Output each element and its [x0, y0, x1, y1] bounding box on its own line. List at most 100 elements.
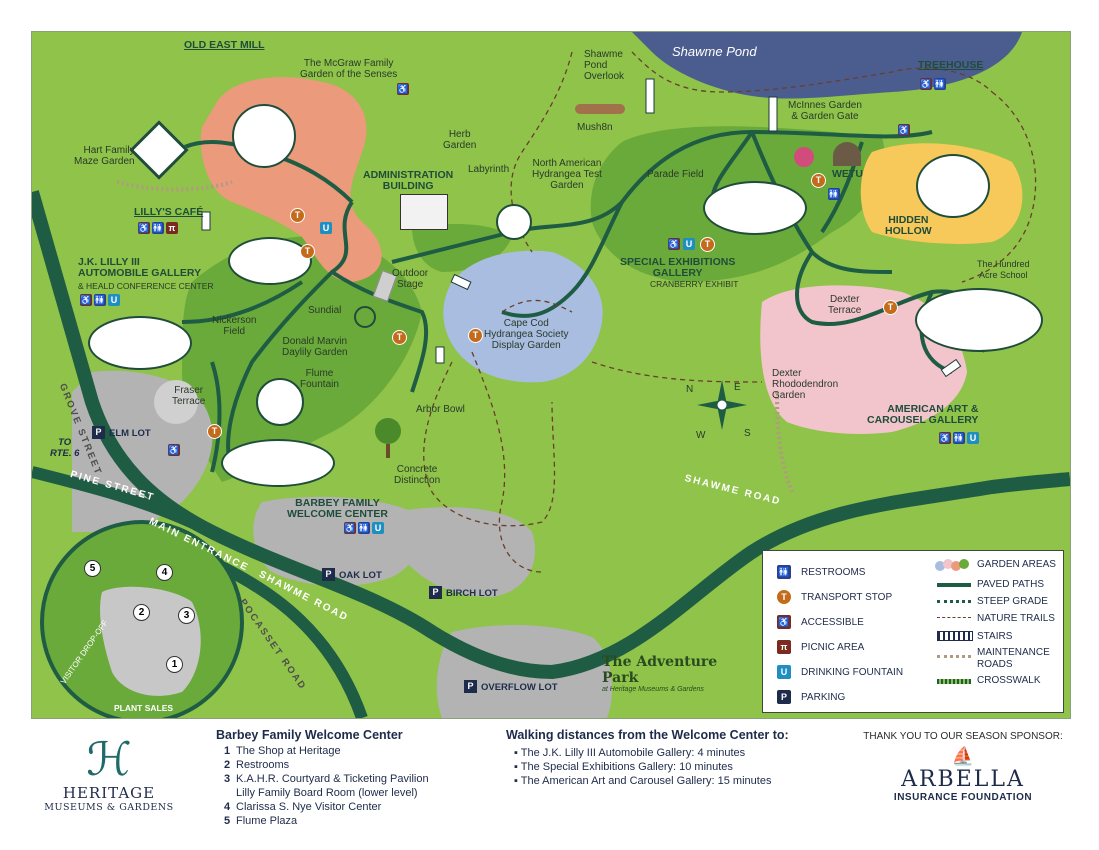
welcome-center-item: Lilly Family Board Room (lower level) — [224, 786, 476, 800]
to-rte6-label: TO RTE. 6 — [50, 437, 80, 459]
legend-restrooms-label: RESTROOMS — [801, 567, 866, 578]
mush8n-label: Mush8n — [577, 122, 613, 133]
walking-distance-text: The American Art and Carousel Gallery: 1… — [520, 775, 772, 787]
barbey-label: BARBEY FAMILY WELCOME CENTER — [287, 497, 388, 520]
elm-lot-parking-icon: P — [92, 426, 105, 439]
map-legend: 🚻 RESTROOMS T TRANSPORT STOP ♿ ACCESSIBL… — [762, 550, 1064, 713]
special-exhibitions-label: SPECIAL EXHIBITIONS GALLERY — [620, 256, 736, 279]
dexter-terrace-label: Dexter Terrace — [828, 294, 862, 316]
shawme-overlook-label: Shawme Pond Overlook — [584, 49, 625, 82]
accessible-icon: ♿ — [920, 78, 932, 90]
labyrinth-icon — [496, 204, 532, 240]
compass-rose — [697, 380, 747, 430]
sponsor-thanks: THANK YOU TO OUR SEASON SPONSOR: — [863, 731, 1063, 742]
legend-steep-grade-icon — [937, 600, 971, 606]
inset-number-5[interactable]: 5 — [84, 560, 101, 577]
hydrangea-test-label: North American Hydrangea Test Garden — [532, 158, 602, 191]
mush8n-icon — [575, 104, 625, 114]
adventure-park-title: The Adventure Park — [602, 654, 718, 686]
old-east-mill-label: OLD EAST MILL — [184, 39, 265, 51]
administration-label: ADMINISTRATION BUILDING — [363, 169, 454, 192]
automobile-gallery-sketch[interactable] — [88, 316, 192, 370]
accessible-icon: ♿ — [397, 83, 409, 95]
transport-stop-icon[interactable]: T — [392, 330, 407, 345]
transport-stop-icon[interactable]: T — [811, 173, 826, 188]
bullet-icon: ▪ — [514, 775, 521, 787]
transport-stop-icon[interactable]: T — [468, 328, 483, 343]
american-art-label: AMERICAN ART & CAROUSEL GALLERY — [867, 403, 979, 426]
compass-s: S — [744, 428, 751, 439]
carousel-sketch[interactable] — [915, 288, 1043, 352]
compass-n: N — [686, 384, 694, 395]
transport-stop-icon[interactable]: T — [300, 244, 315, 259]
transport-stop-icon[interactable]: T — [290, 208, 305, 223]
heritage-logo-name: HERITAGE — [62, 784, 156, 802]
special-exhibitions-sketch[interactable] — [703, 181, 807, 235]
legend-garden-areas-label: GARDEN AREAS — [977, 559, 1056, 570]
legend-picnic-label: PICNIC AREA — [801, 642, 865, 653]
tree-icon — [375, 418, 401, 458]
overflow-lot-label[interactable]: OVERFLOW LOT — [481, 682, 558, 693]
parade-field-label: Parade Field — [647, 169, 704, 180]
legend-fountain-icon: U — [777, 665, 791, 679]
heritage-monogram-icon: ℋ — [86, 732, 132, 786]
drinking-fountain-icon: U — [108, 294, 120, 306]
accessible-icon: ♿ — [80, 294, 92, 306]
accessible-icon: ♿ — [138, 222, 150, 234]
dexter-rhodo-label: Dexter Rhododendron Garden — [772, 368, 839, 401]
legend-maintenance-label: MAINTENANCE ROADS — [977, 647, 1050, 670]
walking-distance-item: ▪ The J.K. Lilly III Automobile Gallery:… — [514, 746, 826, 760]
overflow-lot-parking-icon: P — [464, 680, 477, 693]
old-east-mill-sketch[interactable] — [232, 104, 296, 168]
site-map[interactable]: Shawme Pond OLD EAST MILL The McGraw Fam… — [31, 31, 1071, 719]
welcome-center-item-text: Flume Plaza — [236, 815, 298, 827]
inset-number-2[interactable]: 2 — [133, 604, 150, 621]
transport-stop-icon[interactable]: T — [700, 237, 715, 252]
plant-sales-label: PLANT SALES — [114, 703, 174, 713]
adventure-park-sub: at Heritage Museums & Gardens — [602, 686, 704, 693]
outdoor-stage-label: Outdoor Stage — [392, 268, 429, 290]
adventure-park-logo[interactable]: The Adventure Park at Heritage Museums &… — [602, 654, 748, 693]
sundial-icon — [354, 306, 376, 328]
heritage-logo-sub: MUSEUMS & GARDENS — [44, 802, 174, 813]
cranberry-label: CRANBERRY EXHIBIT — [650, 279, 739, 289]
legend-restroom-icon: 🚻 — [777, 565, 791, 579]
treehouse-label: TREEHOUSE — [918, 59, 984, 71]
transport-stop-icon[interactable]: T — [207, 424, 222, 439]
legend-fountain-label: DRINKING FOUNTAIN — [801, 667, 904, 678]
elm-lot-label[interactable]: ELM LOT — [109, 428, 151, 439]
legend-maintenance-icon — [937, 655, 971, 658]
restroom-icon: 🚻 — [953, 432, 965, 444]
welcome-center-item-text: Restrooms — [236, 759, 290, 771]
cape-cod-label: Cape Cod Hydrangea Society Display Garde… — [484, 318, 569, 351]
heritage-logo[interactable]: ℋ HERITAGE MUSEUMS & GARDENS — [44, 734, 174, 813]
pond-label: Shawme Pond — [672, 44, 757, 59]
hidden-hollow-label: HIDDEN HOLLOW — [885, 214, 932, 237]
restroom-icon: 🚻 — [828, 188, 840, 200]
inset-number-3[interactable]: 3 — [178, 607, 195, 624]
transport-stop-icon[interactable]: T — [883, 300, 898, 315]
flume-sketch[interactable] — [256, 378, 304, 426]
inset-number-1[interactable]: 1 — [166, 656, 183, 673]
sponsor-name[interactable]: ARBELLA — [901, 767, 1025, 792]
lillys-cafe-sketch[interactable] — [228, 237, 312, 285]
drinking-fountain-icon: U — [967, 432, 979, 444]
picnic-icon: π — [166, 222, 178, 234]
sundial-label: Sundial — [308, 305, 342, 316]
welcome-center-item-text: The Shop at Heritage — [236, 745, 341, 757]
birch-lot-label[interactable]: BIRCH LOT — [446, 588, 498, 599]
treehouse-sketch[interactable] — [916, 154, 990, 218]
lillys-cafe-label: LILLY'S CAFÉ — [134, 206, 204, 218]
barbey-welcome-sketch[interactable] — [221, 439, 335, 487]
walking-distances: Walking distances from the Welcome Cente… — [506, 728, 826, 788]
inset-number-4[interactable]: 4 — [156, 564, 173, 581]
mcinnes-label: McInnes Garden & Garden Gate — [788, 100, 862, 122]
sponsor-sub: INSURANCE FOUNDATION — [893, 792, 1033, 803]
oak-lot-label[interactable]: OAK LOT — [339, 570, 382, 581]
welcome-center-item-number: 1 — [224, 745, 231, 757]
concrete-label: Concrete Distinction — [394, 464, 441, 486]
wetu-icon — [833, 142, 861, 166]
